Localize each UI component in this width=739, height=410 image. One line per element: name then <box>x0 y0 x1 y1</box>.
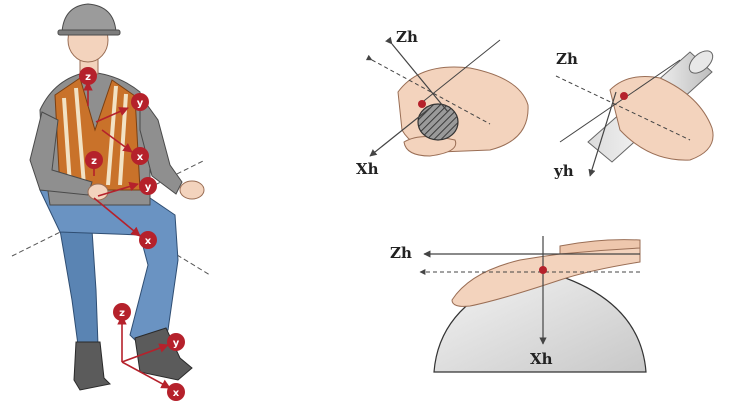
hard-hat <box>61 3 117 33</box>
badge-foot-x: x <box>167 383 185 401</box>
badge-chest-y: y <box>131 93 149 111</box>
grip-side-x-label: Xh <box>356 160 379 178</box>
left-boot <box>73 341 112 391</box>
thumb <box>403 136 457 157</box>
handle-cross-section <box>417 103 459 141</box>
left-hand <box>87 183 109 201</box>
badge-foot-y: y <box>167 333 185 351</box>
seated-worker-figure: z y x z y x z y x <box>11 3 211 401</box>
svg-text:x: x <box>137 152 144 163</box>
badge-pelvis-y: y <box>139 177 157 195</box>
right-hand <box>179 180 205 200</box>
grip-end-y-label: yh <box>553 162 574 180</box>
grip-end-panel: Zh yh <box>553 50 714 180</box>
badge-chest-x: x <box>131 147 149 165</box>
badge-chest-z: z <box>79 67 97 85</box>
svg-text:z: z <box>91 156 97 167</box>
end-view-hand <box>609 76 714 161</box>
badge-pelvis-z: z <box>85 151 103 169</box>
palm-dome-panel: Zh Xh <box>390 236 647 373</box>
svg-text:x: x <box>145 236 152 247</box>
right-leg <box>39 189 179 346</box>
grip-side-z-label: Zh <box>396 28 418 46</box>
svg-text:y: y <box>173 338 180 349</box>
grip-side-panel: Zh Xh <box>356 28 529 178</box>
palm-origin-dot <box>539 266 547 274</box>
svg-text:y: y <box>137 98 144 109</box>
badge-foot-z: z <box>113 303 131 321</box>
right-arm <box>139 93 183 195</box>
end-origin-dot <box>620 92 628 100</box>
svg-text:x: x <box>173 388 180 399</box>
svg-text:z: z <box>119 308 125 319</box>
svg-text:y: y <box>145 182 152 193</box>
svg-text:z: z <box>85 72 91 83</box>
badge-seat-x: x <box>139 231 157 249</box>
palm-x-label: Xh <box>530 350 553 368</box>
grip-origin-dot <box>418 100 426 108</box>
grip-end-z-label: Zh <box>556 50 578 68</box>
flat-hand <box>451 245 641 307</box>
palm-z-label: Zh <box>390 244 412 262</box>
